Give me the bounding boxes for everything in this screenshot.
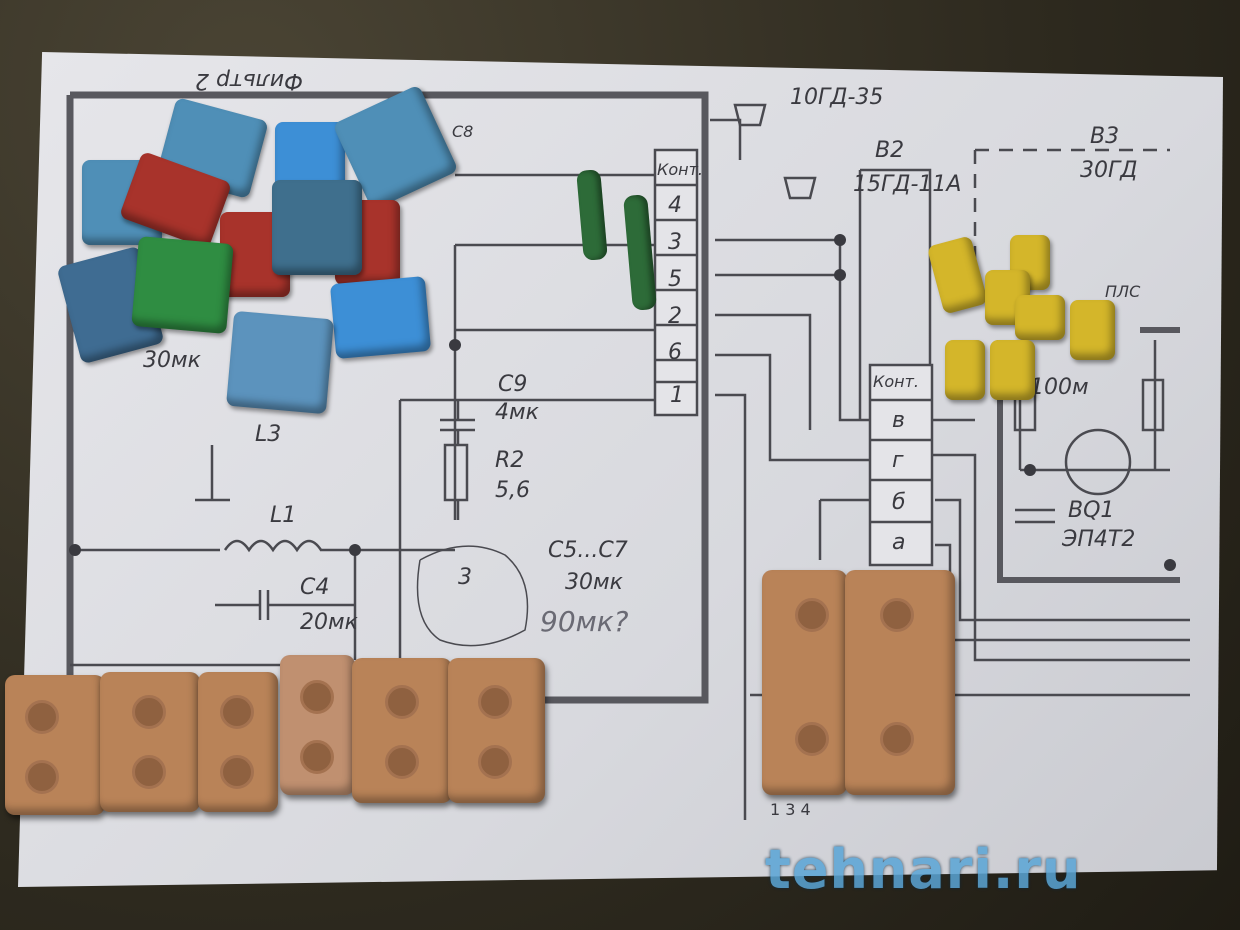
c4-value: 20мк: [300, 610, 358, 635]
capacitor: [198, 672, 278, 812]
bq1-model: ЭП4Т2: [1062, 527, 1136, 552]
capacitor: [329, 276, 432, 359]
capacitor: [990, 340, 1035, 400]
speaker-b1-label: 10ГД-35: [790, 85, 884, 110]
capacitor: [131, 236, 234, 334]
capacitor: [945, 340, 985, 400]
pin-label: 3: [668, 230, 682, 255]
capacitor: [100, 672, 200, 812]
pin-label: 6: [668, 340, 682, 365]
pin-label: г: [892, 448, 904, 473]
pin-label: 2: [668, 304, 682, 329]
capacitor: [1015, 295, 1065, 340]
r2-value: 5,6: [495, 478, 530, 503]
r2-label: R2: [495, 448, 525, 473]
connector-right-header: Конт.: [873, 372, 920, 391]
connector-left-header: Конт.: [657, 160, 704, 179]
capacitor: [1070, 300, 1115, 360]
speaker-b2-ref: В2: [875, 138, 905, 163]
pin-label: б: [892, 490, 906, 515]
pin-label: 1: [670, 383, 684, 408]
speaker-b3-ref: В3: [1090, 124, 1120, 149]
speaker-b2-model: 15ГД-11А: [853, 172, 962, 197]
c4-label: С4: [300, 575, 330, 600]
pin-label: 5: [668, 267, 682, 292]
bq1-ref: BQ1: [1068, 498, 1115, 523]
pin-label: в: [892, 408, 905, 433]
capacitor: [5, 675, 105, 815]
capacitor: [272, 180, 362, 275]
c8-label: С8: [452, 122, 474, 141]
schematic-title: Фильтр 2: [195, 68, 304, 93]
bottom-pins-label: 1 3 4: [770, 800, 811, 819]
circled-capacitor-label: 3: [458, 565, 472, 590]
c9-label: С9: [498, 372, 528, 397]
c5-c7-label: С5...С7: [548, 538, 628, 563]
capacitor: [226, 310, 334, 415]
label-plc: ПЛС: [1105, 282, 1141, 301]
c9-value: 4мк: [495, 400, 539, 425]
pin-label: а: [892, 530, 906, 555]
handwritten-note: 90мк?: [540, 605, 629, 638]
capacitor: [352, 658, 452, 803]
l3-label: L3: [255, 422, 282, 447]
resistor-value: 100м: [1030, 375, 1089, 400]
capacitor: [448, 658, 545, 803]
capacitor: [280, 655, 355, 795]
watermark: tehnari.ru: [765, 838, 1082, 901]
pin-label: 4: [668, 193, 682, 218]
c5-c7-value: 30мк: [565, 570, 623, 595]
speaker-b3-model: 30ГД: [1080, 158, 1138, 183]
l1-label: L1: [270, 503, 297, 528]
c-left-value: 30мк: [143, 348, 201, 373]
